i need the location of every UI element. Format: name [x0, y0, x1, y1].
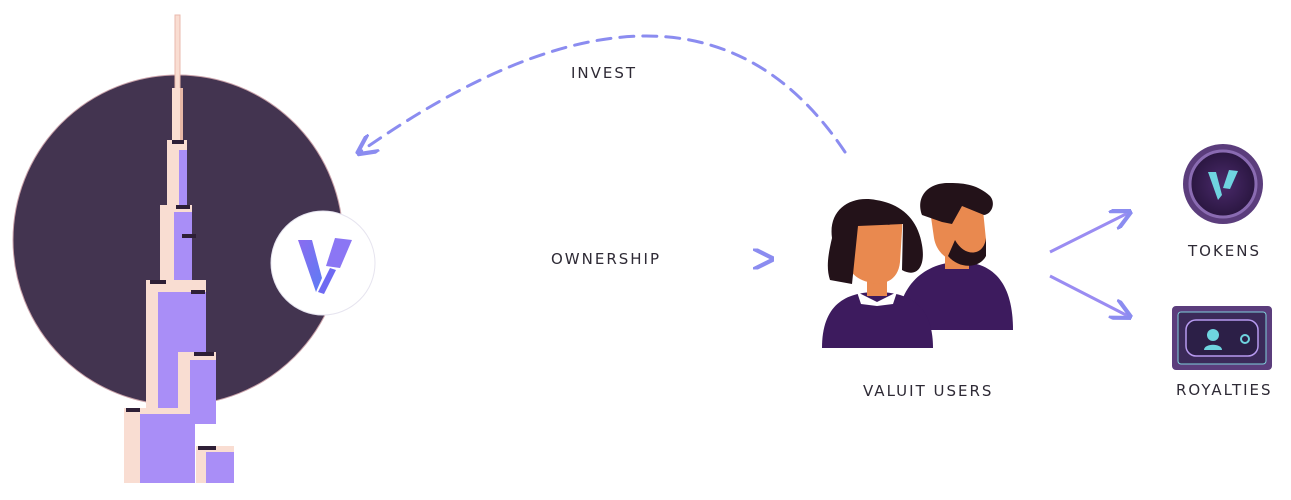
valuit-logo-icon [270, 210, 376, 316]
tokens-label: TOKENS [1188, 242, 1262, 260]
tokens-arrow [1049, 213, 1128, 254]
invest-arrow [360, 34, 847, 152]
users-label: VALUIT USERS [863, 382, 994, 400]
tower-icon [124, 14, 234, 483]
ownership-label: OWNERSHIP [551, 250, 662, 268]
users-icon [822, 182, 1013, 348]
banknote-icon [1172, 306, 1272, 370]
royalties-label: ROYALTIES [1176, 381, 1273, 399]
token-coin-icon [1183, 144, 1263, 224]
invest-label: INVEST [571, 64, 638, 82]
royalties-arrow [1049, 274, 1128, 316]
